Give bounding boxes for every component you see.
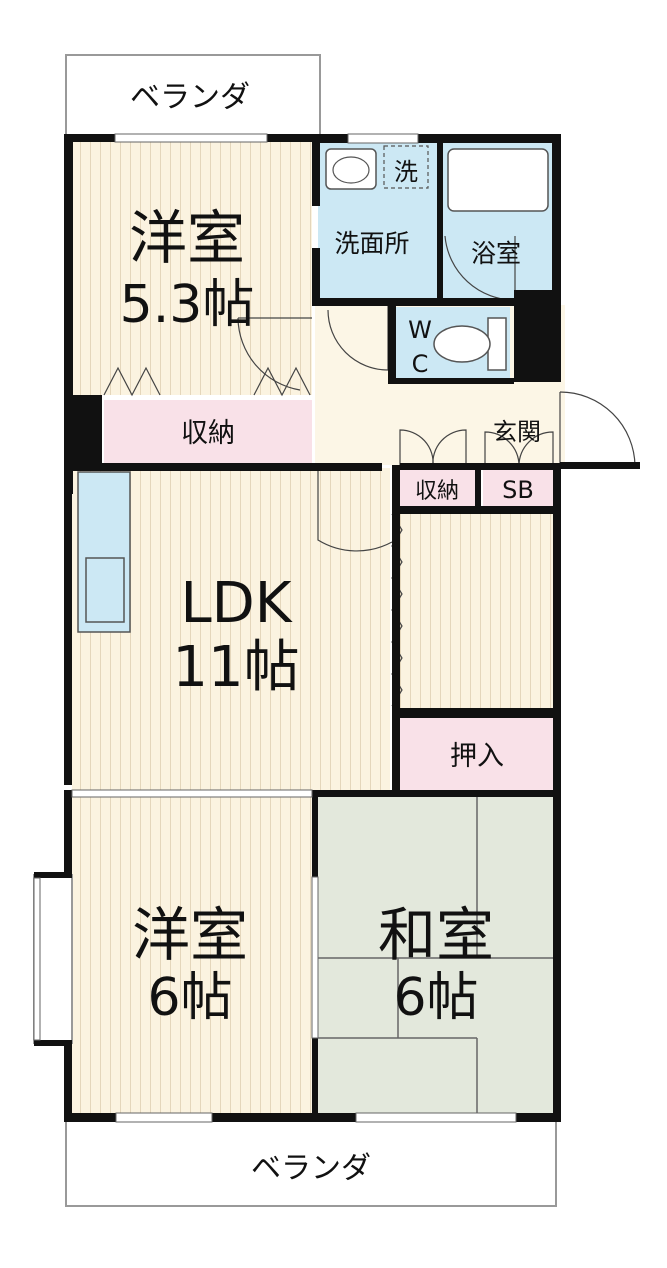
western-room-1-size: 5.3帖 [120, 275, 255, 335]
western-room-1-floor [72, 140, 312, 395]
storage-2-label: 収納 [415, 479, 459, 504]
toilet-icon [433, 317, 507, 371]
windows [33, 133, 517, 1123]
closet-upper-floor [398, 514, 555, 708]
western-room-1-name: 洋室 [129, 204, 245, 272]
storage-1-label: 収納 [181, 418, 235, 449]
toilet-w-label: W [408, 316, 432, 344]
tatami-lines [318, 797, 555, 1115]
balcony-top [65, 54, 321, 138]
shoe-box-label: SB [502, 476, 534, 504]
closet-label: 押入 [450, 741, 504, 772]
western-room-2-floor [72, 797, 312, 1115]
washer-label: 洗 [394, 158, 418, 186]
balcony-top-label: ベランダ [130, 80, 250, 115]
japanese-room-name: 和室 [378, 901, 494, 969]
western-room-2-name: 洋室 [132, 901, 248, 969]
ldk-name: LDK [180, 571, 292, 636]
toilet-c-label: C [412, 350, 429, 378]
washroom-label: 洗面所 [334, 229, 409, 258]
bathroom-label: 浴室 [471, 239, 521, 268]
shoe-box-floor [483, 470, 555, 506]
balcony-bottom-label: ベランダ [251, 1151, 371, 1186]
kitchen-sink [85, 557, 125, 623]
bathtub [447, 148, 549, 212]
western-room-2-size: 6帖 [147, 968, 232, 1028]
balcony-bottom [65, 1117, 557, 1207]
japanese-room-floor [318, 797, 555, 1115]
japanese-room-size: 6帖 [393, 968, 478, 1028]
entrance-label: 玄関 [493, 418, 541, 446]
washer-space [383, 145, 429, 189]
storage-1-floor [104, 400, 312, 463]
ldk-size: 11帖 [172, 635, 299, 700]
storage-2-floor [400, 470, 475, 506]
closet-lower-floor [400, 718, 555, 790]
